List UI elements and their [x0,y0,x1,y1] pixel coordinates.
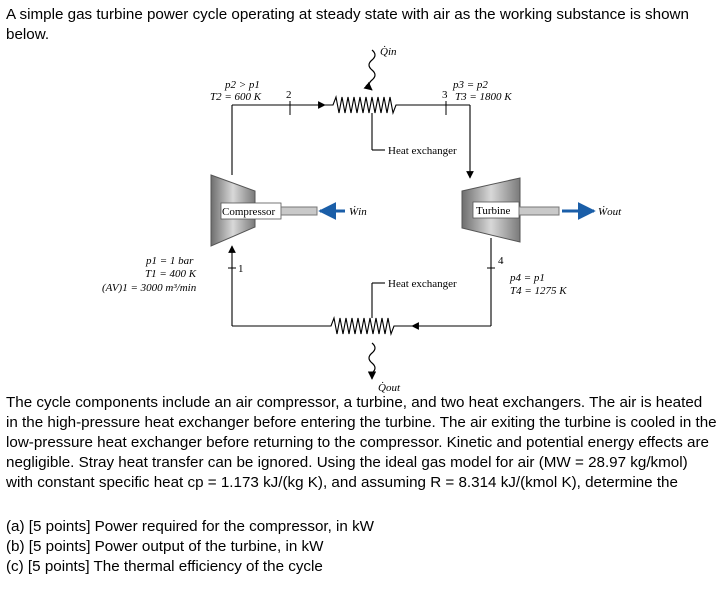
intro-text: A simple gas turbine power cycle operati… [6,6,689,43]
hx-bottom-label: Heat exchanger [388,278,457,290]
flow-lines [228,101,492,330]
heat-in-arrow [363,49,376,91]
compressor-label: Compressor [222,206,276,218]
shaft-compressor [280,206,318,216]
shaft-turbine [518,206,560,216]
state4-pressure: p4 = p1 [509,272,545,284]
state1-number: 1 [238,263,244,275]
state3-temperature: T3 = 1800 K [455,91,512,103]
question-b: (b) [5 points] Power output of the turbi… [6,538,324,555]
heat-out-label: Q̇out [378,382,401,394]
state1-temperature: T1 = 400 K [145,268,197,280]
question-a: (a) [5 points] Power required for the co… [6,518,375,535]
state1-flow: (AV)1 = 3000 m³/min [102,282,197,294]
state1-pressure: p1 = 1 bar [145,255,194,267]
heat-in-label: Q̇in [380,46,397,58]
state3-pressure: p3 = p2 [452,79,488,91]
heater-coil-bottom [323,282,412,337]
heat-out-arrow [367,342,377,380]
state4-temperature: T4 = 1275 K [510,285,567,297]
gas-turbine-cycle-diagram: Compressor Turbine Q̇in Q̇out Ẇin Ẇout H… [102,46,622,394]
state2-number: 2 [286,89,292,101]
turbine-label: Turbine [476,205,511,217]
hx-top-label: Heat exchanger [388,145,457,157]
state2-pressure: p2 > p1 [224,79,260,91]
question-c: (c) [5 points] The thermal efficiency of… [6,558,323,575]
state3-number: 3 [442,89,448,101]
state2-temperature: T2 = 600 K [210,91,262,103]
state4-number: 4 [498,255,504,267]
work-out-label: Ẇout [598,206,622,218]
heater-coil-top [325,94,418,151]
work-in-label: Ẇin [349,206,367,218]
problem-statement: The cycle components include an air comp… [6,394,717,491]
